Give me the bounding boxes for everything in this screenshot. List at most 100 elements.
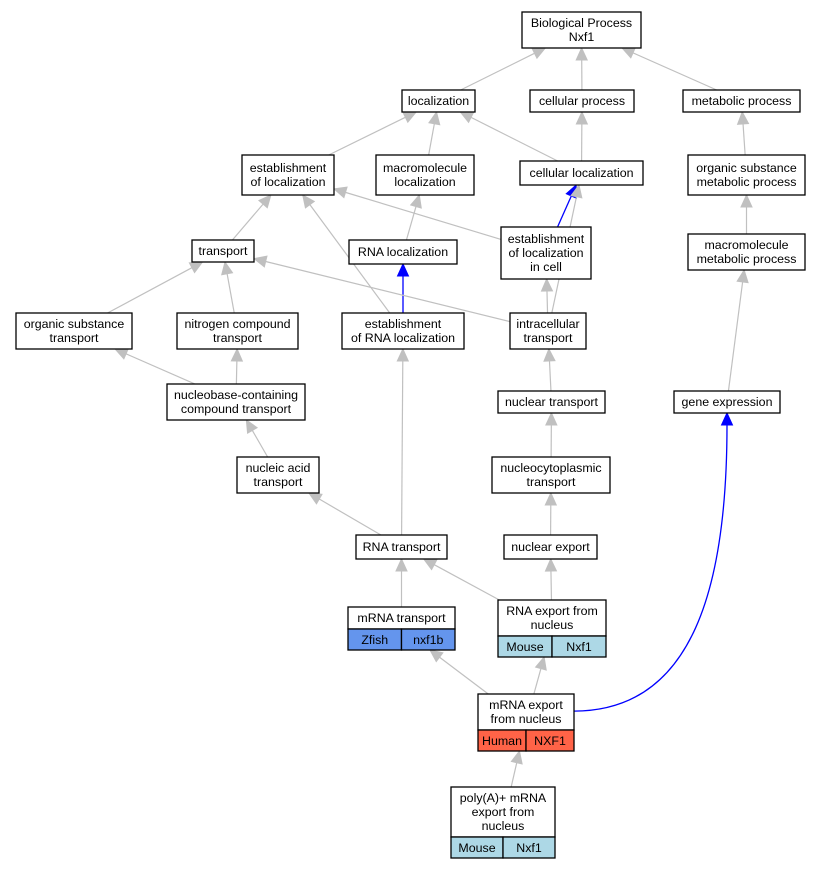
node-box bbox=[375, 154, 475, 196]
node-label-line: compound transport bbox=[181, 402, 292, 416]
node-nuclear-export[interactable]: nuclear export bbox=[503, 534, 598, 560]
node-label-line: nucleocytoplasmic bbox=[500, 461, 601, 475]
arrowhead bbox=[396, 262, 410, 277]
annotation-cell bbox=[400, 628, 456, 651]
edge-line bbox=[428, 123, 435, 156]
annotation-cell bbox=[502, 836, 556, 859]
node-box bbox=[529, 89, 635, 113]
annotation-cell bbox=[525, 729, 575, 752]
edge-line bbox=[550, 570, 553, 601]
edge-establishment-of-localization-to-localization bbox=[328, 111, 418, 156]
edge-rna-export-from-nucleus-to-rna-transport bbox=[422, 558, 500, 601]
node-label-line: localization bbox=[394, 175, 455, 189]
edge-establishment-of-localization-in-cell-to-cellular-localization bbox=[556, 183, 577, 228]
arrowhead bbox=[534, 655, 547, 671]
arrowhead bbox=[252, 255, 268, 268]
annotation-gene: NXF1 bbox=[534, 734, 566, 748]
node-cellular-localization[interactable]: cellular localization bbox=[519, 160, 644, 186]
node-label-line: Biological Process bbox=[531, 16, 632, 30]
edge-intracellular-transport-to-transport bbox=[252, 255, 511, 323]
edge-line bbox=[546, 290, 549, 314]
edge-cellular-process-to-bio-process bbox=[575, 46, 588, 91]
node-label-line: from nucleus bbox=[491, 712, 562, 726]
arrowhead bbox=[221, 260, 234, 276]
node-label-line: nucleus bbox=[482, 819, 525, 833]
edge-nitrogen-compound-transport-to-transport bbox=[221, 260, 235, 314]
arrowhead bbox=[740, 193, 753, 208]
edge-line bbox=[405, 206, 417, 241]
node-box bbox=[500, 226, 592, 280]
arrowhead bbox=[543, 347, 556, 362]
node-label-line: mRNA export bbox=[489, 698, 563, 712]
edge-line bbox=[742, 123, 746, 156]
arrowhead bbox=[544, 557, 558, 572]
node-transport[interactable]: transport bbox=[191, 239, 255, 263]
edge-cellular-localization-to-cellular-process bbox=[575, 110, 589, 162]
node-rna-transport[interactable]: RNA transport bbox=[355, 534, 448, 560]
node-label-line: transport bbox=[254, 475, 303, 489]
node-box bbox=[491, 456, 611, 494]
node-box bbox=[682, 89, 801, 113]
node-label-line: nitrogen compound bbox=[184, 317, 290, 331]
node-nuclear-transport[interactable]: nuclear transport bbox=[497, 390, 606, 414]
edge-line bbox=[318, 498, 382, 536]
edge-cellular-localization-to-localization bbox=[459, 111, 558, 162]
arrowhead bbox=[540, 277, 554, 292]
node-box bbox=[673, 390, 781, 414]
arrowhead bbox=[302, 194, 316, 209]
node-label-line: localization bbox=[408, 94, 469, 108]
arrowhead bbox=[396, 347, 410, 362]
node-box bbox=[176, 312, 299, 350]
node-label-line: metabolic process bbox=[692, 94, 792, 108]
annotation-gene: nxf1b bbox=[413, 633, 443, 647]
edge-establishment-of-localization-in-cell-to-establishment-of-localization bbox=[332, 186, 502, 240]
edge-organic-substance-transport-to-transport bbox=[107, 261, 204, 314]
node-box bbox=[687, 154, 806, 196]
node-localization[interactable]: localization bbox=[401, 89, 476, 113]
arrowhead bbox=[459, 111, 475, 124]
edge-gene-expression-to-macromolecule-metabolic-process bbox=[727, 268, 749, 392]
arrowhead bbox=[570, 183, 583, 199]
node-label-line: intracellular bbox=[516, 317, 579, 331]
edge-line bbox=[125, 353, 196, 385]
node-box bbox=[519, 160, 644, 186]
arrowhead bbox=[575, 110, 589, 125]
node-gene-expression[interactable]: gene expression bbox=[673, 390, 781, 414]
arrowhead bbox=[257, 194, 272, 209]
node-box bbox=[509, 312, 587, 350]
edge-line bbox=[548, 360, 552, 392]
node-label-line: gene expression bbox=[682, 395, 773, 409]
node-cellular-process[interactable]: cellular process bbox=[529, 89, 635, 113]
arrowhead bbox=[531, 47, 547, 60]
edge-macromolecule-localization-to-localization bbox=[428, 110, 441, 156]
annotation-species: Mouse bbox=[458, 841, 495, 855]
node-box bbox=[191, 239, 255, 263]
node-label-line: nucleobase-containing bbox=[174, 388, 298, 402]
node-metabolic-process[interactable]: metabolic process bbox=[682, 89, 801, 113]
arrowhead bbox=[230, 347, 244, 362]
node-label-line: macromolecule bbox=[704, 238, 788, 252]
node-label-line: cellular localization bbox=[530, 166, 634, 180]
node-label-line: establishment bbox=[365, 317, 442, 331]
node-rna-localization[interactable]: RNA localization bbox=[348, 239, 458, 265]
edge-mrna-transport-to-rna-transport bbox=[395, 557, 408, 607]
arrowhead bbox=[409, 193, 422, 209]
edge-transport-to-establishment-of-localization bbox=[231, 194, 272, 241]
